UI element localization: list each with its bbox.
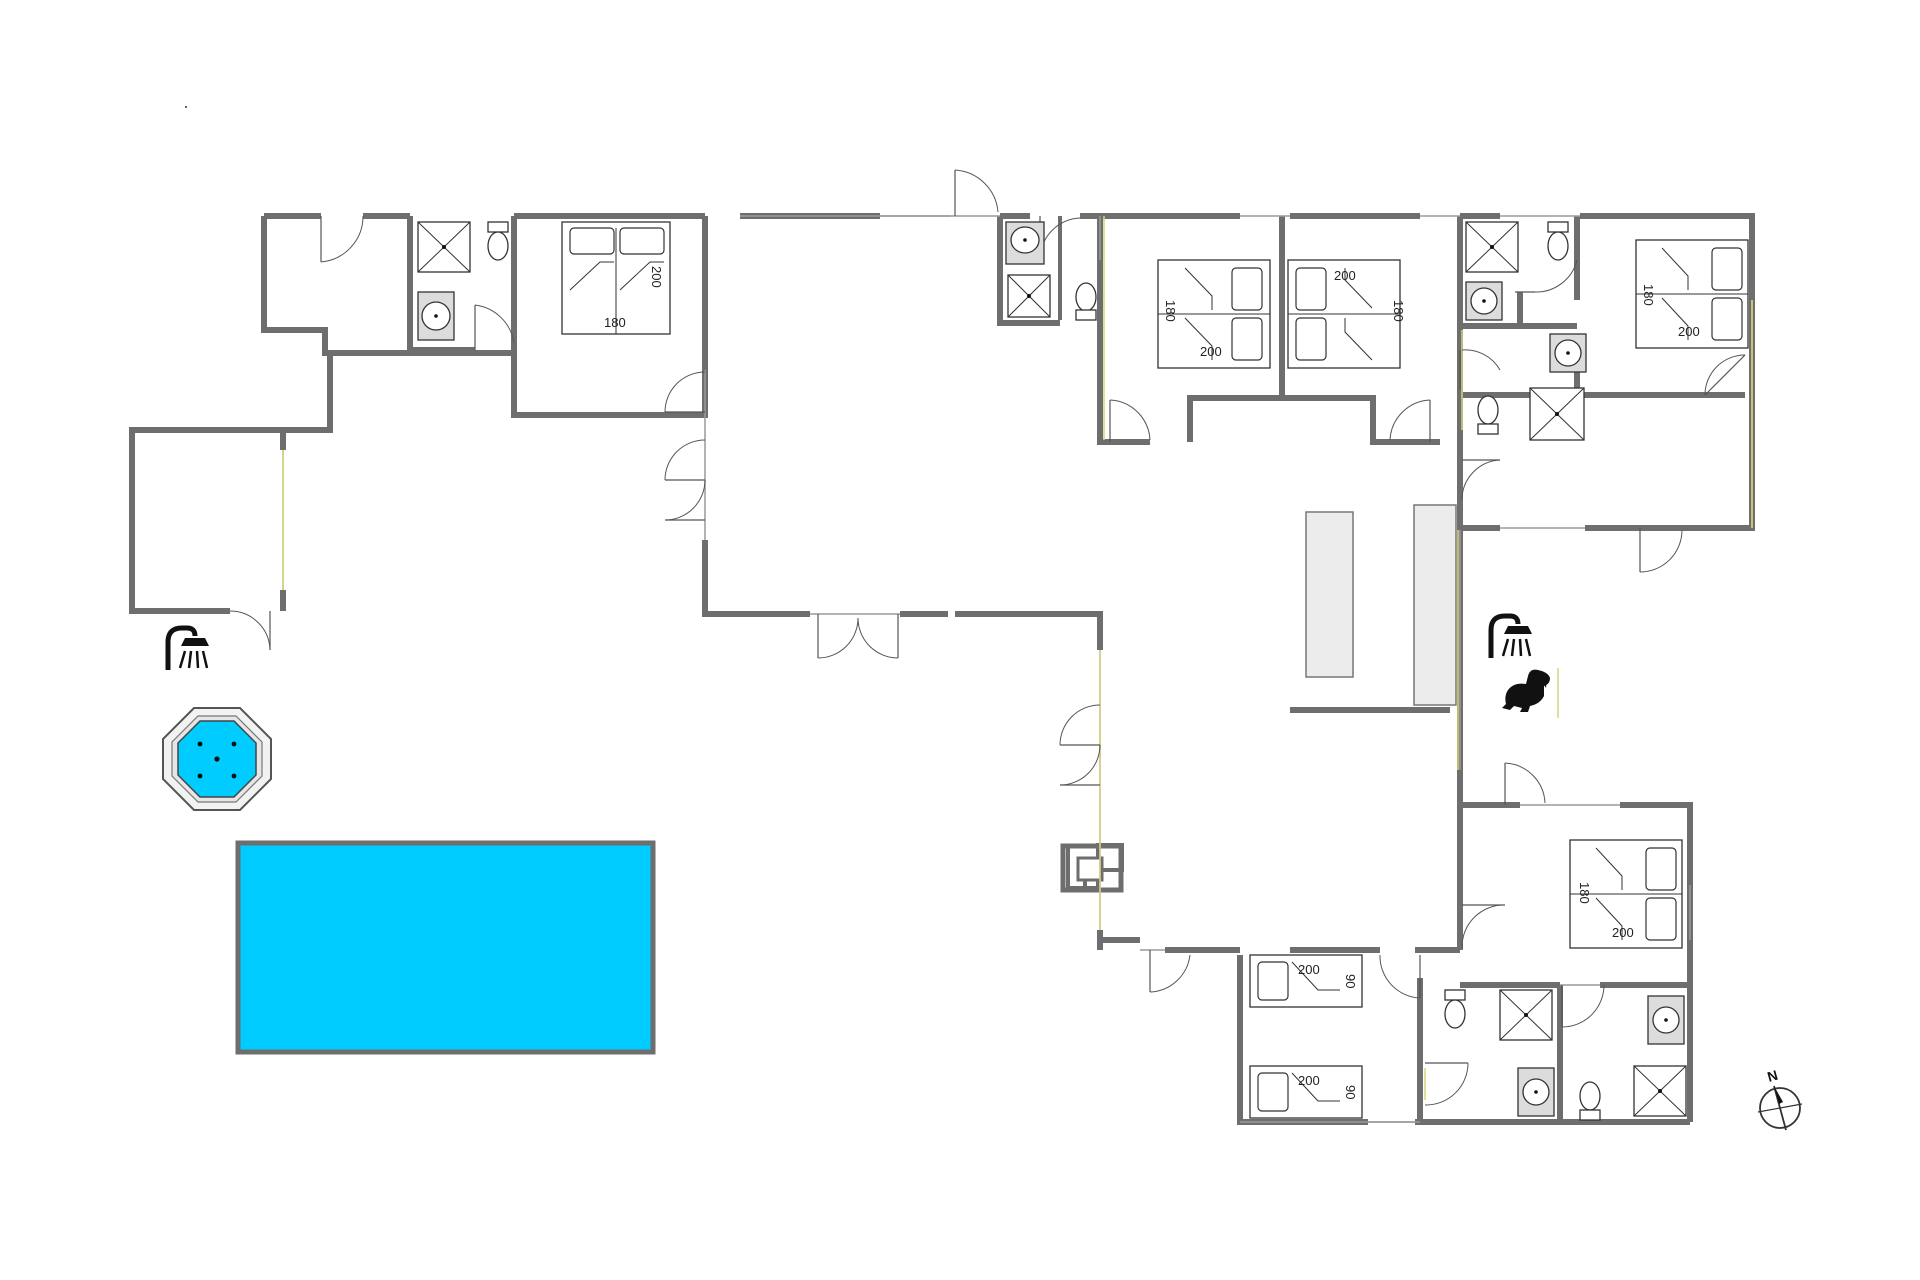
swimming-pool	[235, 840, 656, 1055]
compass-label: N	[1765, 1067, 1779, 1085]
bed-double: 180 200	[1157, 259, 1271, 369]
bed-length-label: 200	[1298, 962, 1320, 977]
bed-length-label: 200	[1678, 324, 1700, 339]
bed-width-label: 90	[1343, 1085, 1358, 1099]
hot-tub-icon	[162, 707, 272, 811]
bed-length-label: 200	[1200, 344, 1222, 359]
bed-length-label: 200	[1298, 1073, 1320, 1088]
bed-double: 180 200	[1635, 239, 1749, 349]
stray-mark	[185, 106, 187, 108]
bed-width-label: 180	[1577, 882, 1592, 904]
bed-double: 180 200	[561, 221, 671, 335]
doors	[229, 169, 1746, 1106]
bed-width-label: 180	[1163, 300, 1178, 322]
bed-width-label: 180	[1641, 284, 1656, 306]
bed-length-label: 200	[1334, 268, 1356, 283]
bathroom-fixtures	[417, 221, 1687, 1121]
bed-width-label: 180	[604, 315, 626, 330]
bed-width-label: 180	[1391, 300, 1406, 322]
kitchen-counters	[1305, 504, 1457, 706]
dog-icon	[1502, 668, 1559, 718]
shower-icon	[1488, 613, 1532, 658]
compass: N	[1757, 1067, 1803, 1131]
bed-single: 200 90	[1249, 954, 1363, 1008]
bed-length-label: 200	[1612, 925, 1634, 940]
windows	[282, 215, 1753, 1123]
bed-double: 200 180	[1287, 259, 1406, 369]
bed-length-label: 200	[649, 266, 664, 288]
shower-icon	[165, 625, 209, 670]
bed-width-label: 90	[1343, 974, 1358, 988]
bed-double: 180 200	[1569, 839, 1683, 949]
bed-single: 200 90	[1249, 1065, 1363, 1119]
